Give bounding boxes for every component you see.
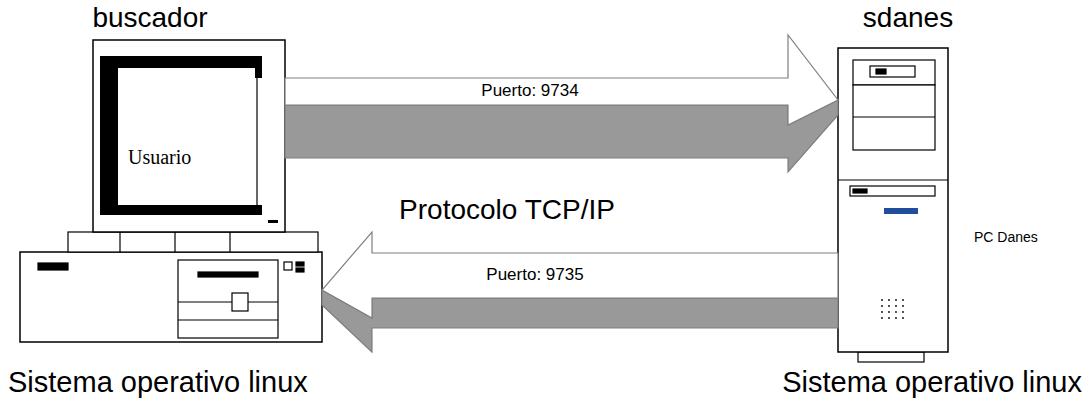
- case-led: [296, 262, 304, 266]
- label-slot: Protocolo TCP/IP: [399, 194, 615, 225]
- screen-edge: [256, 68, 257, 205]
- vent-dots: [881, 299, 904, 319]
- edge-label-slot: Puerto: 9735: [483, 265, 586, 284]
- bay-line: [838, 179, 948, 180]
- os-caption-slot: Sistema operativo linux: [8, 366, 308, 398]
- drive-bay: [853, 85, 935, 150]
- screen-text: Usuario: [128, 146, 191, 168]
- bay-line: [853, 116, 935, 117]
- floppy-slot: [853, 189, 867, 193]
- tower-case: [838, 48, 948, 352]
- screen-text-slot: Usuario: [128, 146, 191, 168]
- os-caption-slot: Sistema operativo linux: [782, 366, 1082, 398]
- monitor-case: [93, 40, 285, 232]
- tower-foot: [858, 352, 924, 362]
- drive-slot: [870, 66, 915, 77]
- block-arrow: [285, 35, 838, 172]
- side-label: PC Danes: [974, 230, 1038, 246]
- stand-divider: [229, 232, 230, 252]
- server-computer-node: sdanes PC DanesSistema operativo linux: [760, 0, 1086, 402]
- port-label: Puerto: 9735: [483, 265, 586, 284]
- screen-frame: [100, 56, 262, 215]
- arrow-front-face: [285, 100, 838, 172]
- computer-name: buscador: [92, 2, 207, 33]
- arrow-top-face: [322, 232, 838, 318]
- case-led: [296, 268, 304, 272]
- drive-button: [876, 69, 886, 74]
- protocol-label: Protocolo TCP/IP: [399, 194, 615, 225]
- case-button: [284, 262, 292, 270]
- status-bar: [884, 208, 918, 214]
- floppy-bay: [850, 186, 935, 196]
- port-label: Puerto: 9734: [478, 81, 581, 100]
- os-caption: Sistema operativo linux: [8, 366, 308, 398]
- screen-frame: [255, 56, 262, 78]
- server-tower: [838, 48, 948, 362]
- panel-line: [178, 301, 278, 302]
- computer-name-slot: buscador: [92, 2, 207, 33]
- panel-line: [178, 319, 278, 320]
- block-arrow: [322, 232, 838, 352]
- edge-label-slot: Puerto: 9734: [478, 81, 581, 100]
- monitor-stand: [68, 232, 318, 252]
- client-computer-node: buscadorUsuarioSistema operativo linux: [0, 0, 330, 402]
- desktop-case: [20, 252, 322, 342]
- drive-button: [232, 293, 248, 311]
- drive-panel: [178, 260, 278, 338]
- computer-name-slot: sdanes: [863, 2, 953, 33]
- stand-divider: [174, 232, 175, 252]
- monitor-led: [268, 220, 278, 223]
- computer-name: sdanes: [863, 2, 953, 33]
- os-caption: Sistema operativo linux: [782, 366, 1082, 398]
- drive-bay: [853, 60, 935, 85]
- arrow-front-face: [322, 290, 838, 352]
- client-computer: [20, 40, 322, 342]
- arrow-top-face: [285, 35, 838, 125]
- side-label-slot: PC Danes: [974, 228, 1038, 246]
- drive-slot: [198, 272, 258, 277]
- stand-divider: [119, 232, 120, 252]
- power-light: [38, 263, 68, 270]
